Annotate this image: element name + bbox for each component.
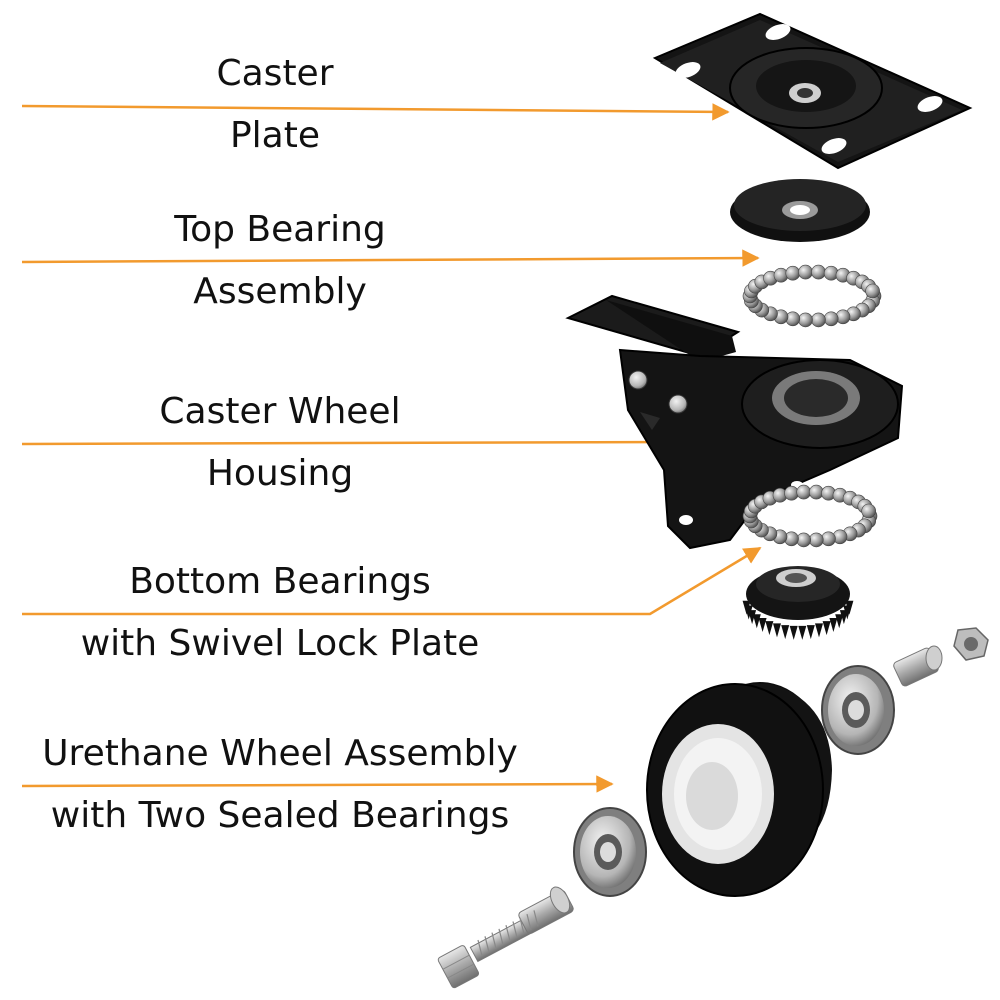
axle-nut-part: [953, 627, 989, 661]
arrow-top-bearing: [21, 249, 760, 267]
label-wheel-assembly-line1: Urethane Wheel Assembly: [42, 733, 518, 774]
axle-bolt-part: [437, 886, 574, 989]
label-bottom-bearings-line1: Bottom Bearings: [129, 561, 431, 602]
arrow-wheel-assembly: [21, 775, 614, 793]
arrow-caster-plate: [21, 103, 730, 121]
label-caster-plate: Caster Plate: [135, 54, 415, 156]
sealed-bearing-right-part: [821, 665, 895, 755]
caster-plate-part: [652, 12, 973, 170]
leader-arrows: [21, 103, 762, 793]
label-caster-plate-line1: Caster: [216, 53, 334, 94]
urethane-wheel-part: [646, 682, 832, 897]
label-bottom-bearings: Bottom Bearings with Swivel Lock Plate: [40, 562, 520, 664]
ball-bearing-ring-top: [742, 264, 882, 328]
label-wheel-assembly: Urethane Wheel Assembly with Two Sealed …: [10, 734, 550, 836]
label-housing-line1: Caster Wheel: [159, 391, 401, 432]
top-bearing-race-part: [730, 179, 870, 242]
label-bottom-bearings-line2: with Swivel Lock Plate: [80, 623, 480, 664]
label-top-bearing: Top Bearing Assembly: [115, 210, 445, 312]
label-housing-line2: Housing: [206, 453, 354, 494]
label-top-bearing-line1: Top Bearing: [174, 209, 386, 250]
axle-spacer-part: [893, 645, 943, 687]
label-wheel-assembly-line2: with Two Sealed Bearings: [50, 795, 510, 836]
arrow-housing: [21, 433, 694, 451]
swivel-lock-plate-part: [742, 566, 854, 640]
label-top-bearing-line2: Assembly: [193, 271, 367, 312]
arrow-bottom-bearings: [22, 546, 762, 616]
ball-bearing-ring-bottom: [742, 484, 878, 548]
label-caster-plate-line2: Plate: [229, 115, 321, 156]
label-housing: Caster Wheel Housing: [110, 392, 450, 494]
caster-wheel-housing-part: [565, 294, 904, 550]
sealed-bearing-left-part: [573, 807, 647, 897]
